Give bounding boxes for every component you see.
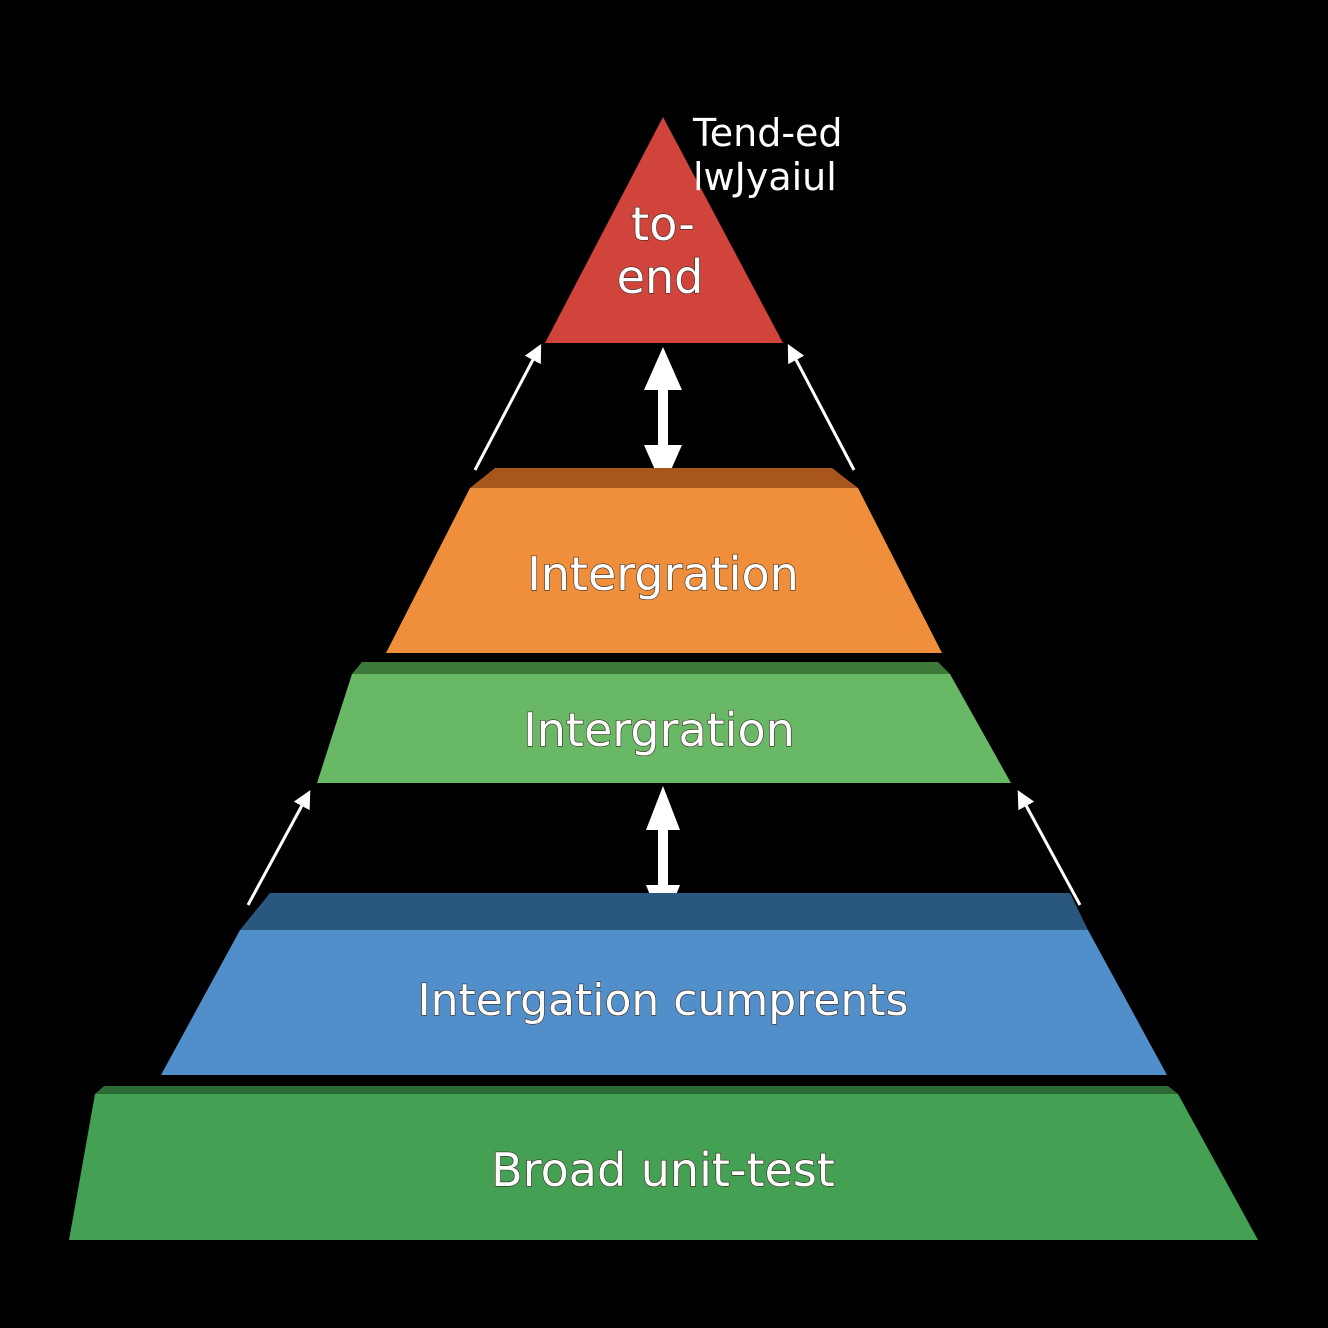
up-arrow-left-icon: [473, 344, 542, 471]
annotation-line1: Tend-ed: [692, 111, 843, 155]
base-level-label: Broad unit-test: [491, 1143, 835, 1197]
pyramid-top-end-to-end: [545, 117, 783, 343]
up-arrow-right-icon: [787, 344, 856, 471]
green-light-level-label: Intergration: [523, 703, 795, 757]
annotation-line2: lwJyaiul: [693, 155, 837, 199]
pyramid-level-green-base: Broad unit-test: [69, 1086, 1258, 1240]
pyramid-level-green-light: Intergration: [317, 662, 1011, 783]
pyramid-level-orange: Intergration: [386, 468, 942, 653]
top-label-line1: to-: [631, 197, 695, 251]
connector-top-orange: [473, 344, 856, 488]
up-arrow-right-icon: [1017, 790, 1082, 906]
blue-level-label: Intergation cumprents: [418, 975, 909, 1026]
top-label-line2: end: [617, 250, 704, 304]
double-arrow-icon: [644, 347, 682, 488]
pyramid-level-blue: Intergation cumprents: [161, 893, 1167, 1075]
orange-level-label: Intergration: [527, 547, 799, 601]
up-arrow-left-icon: [246, 790, 311, 906]
